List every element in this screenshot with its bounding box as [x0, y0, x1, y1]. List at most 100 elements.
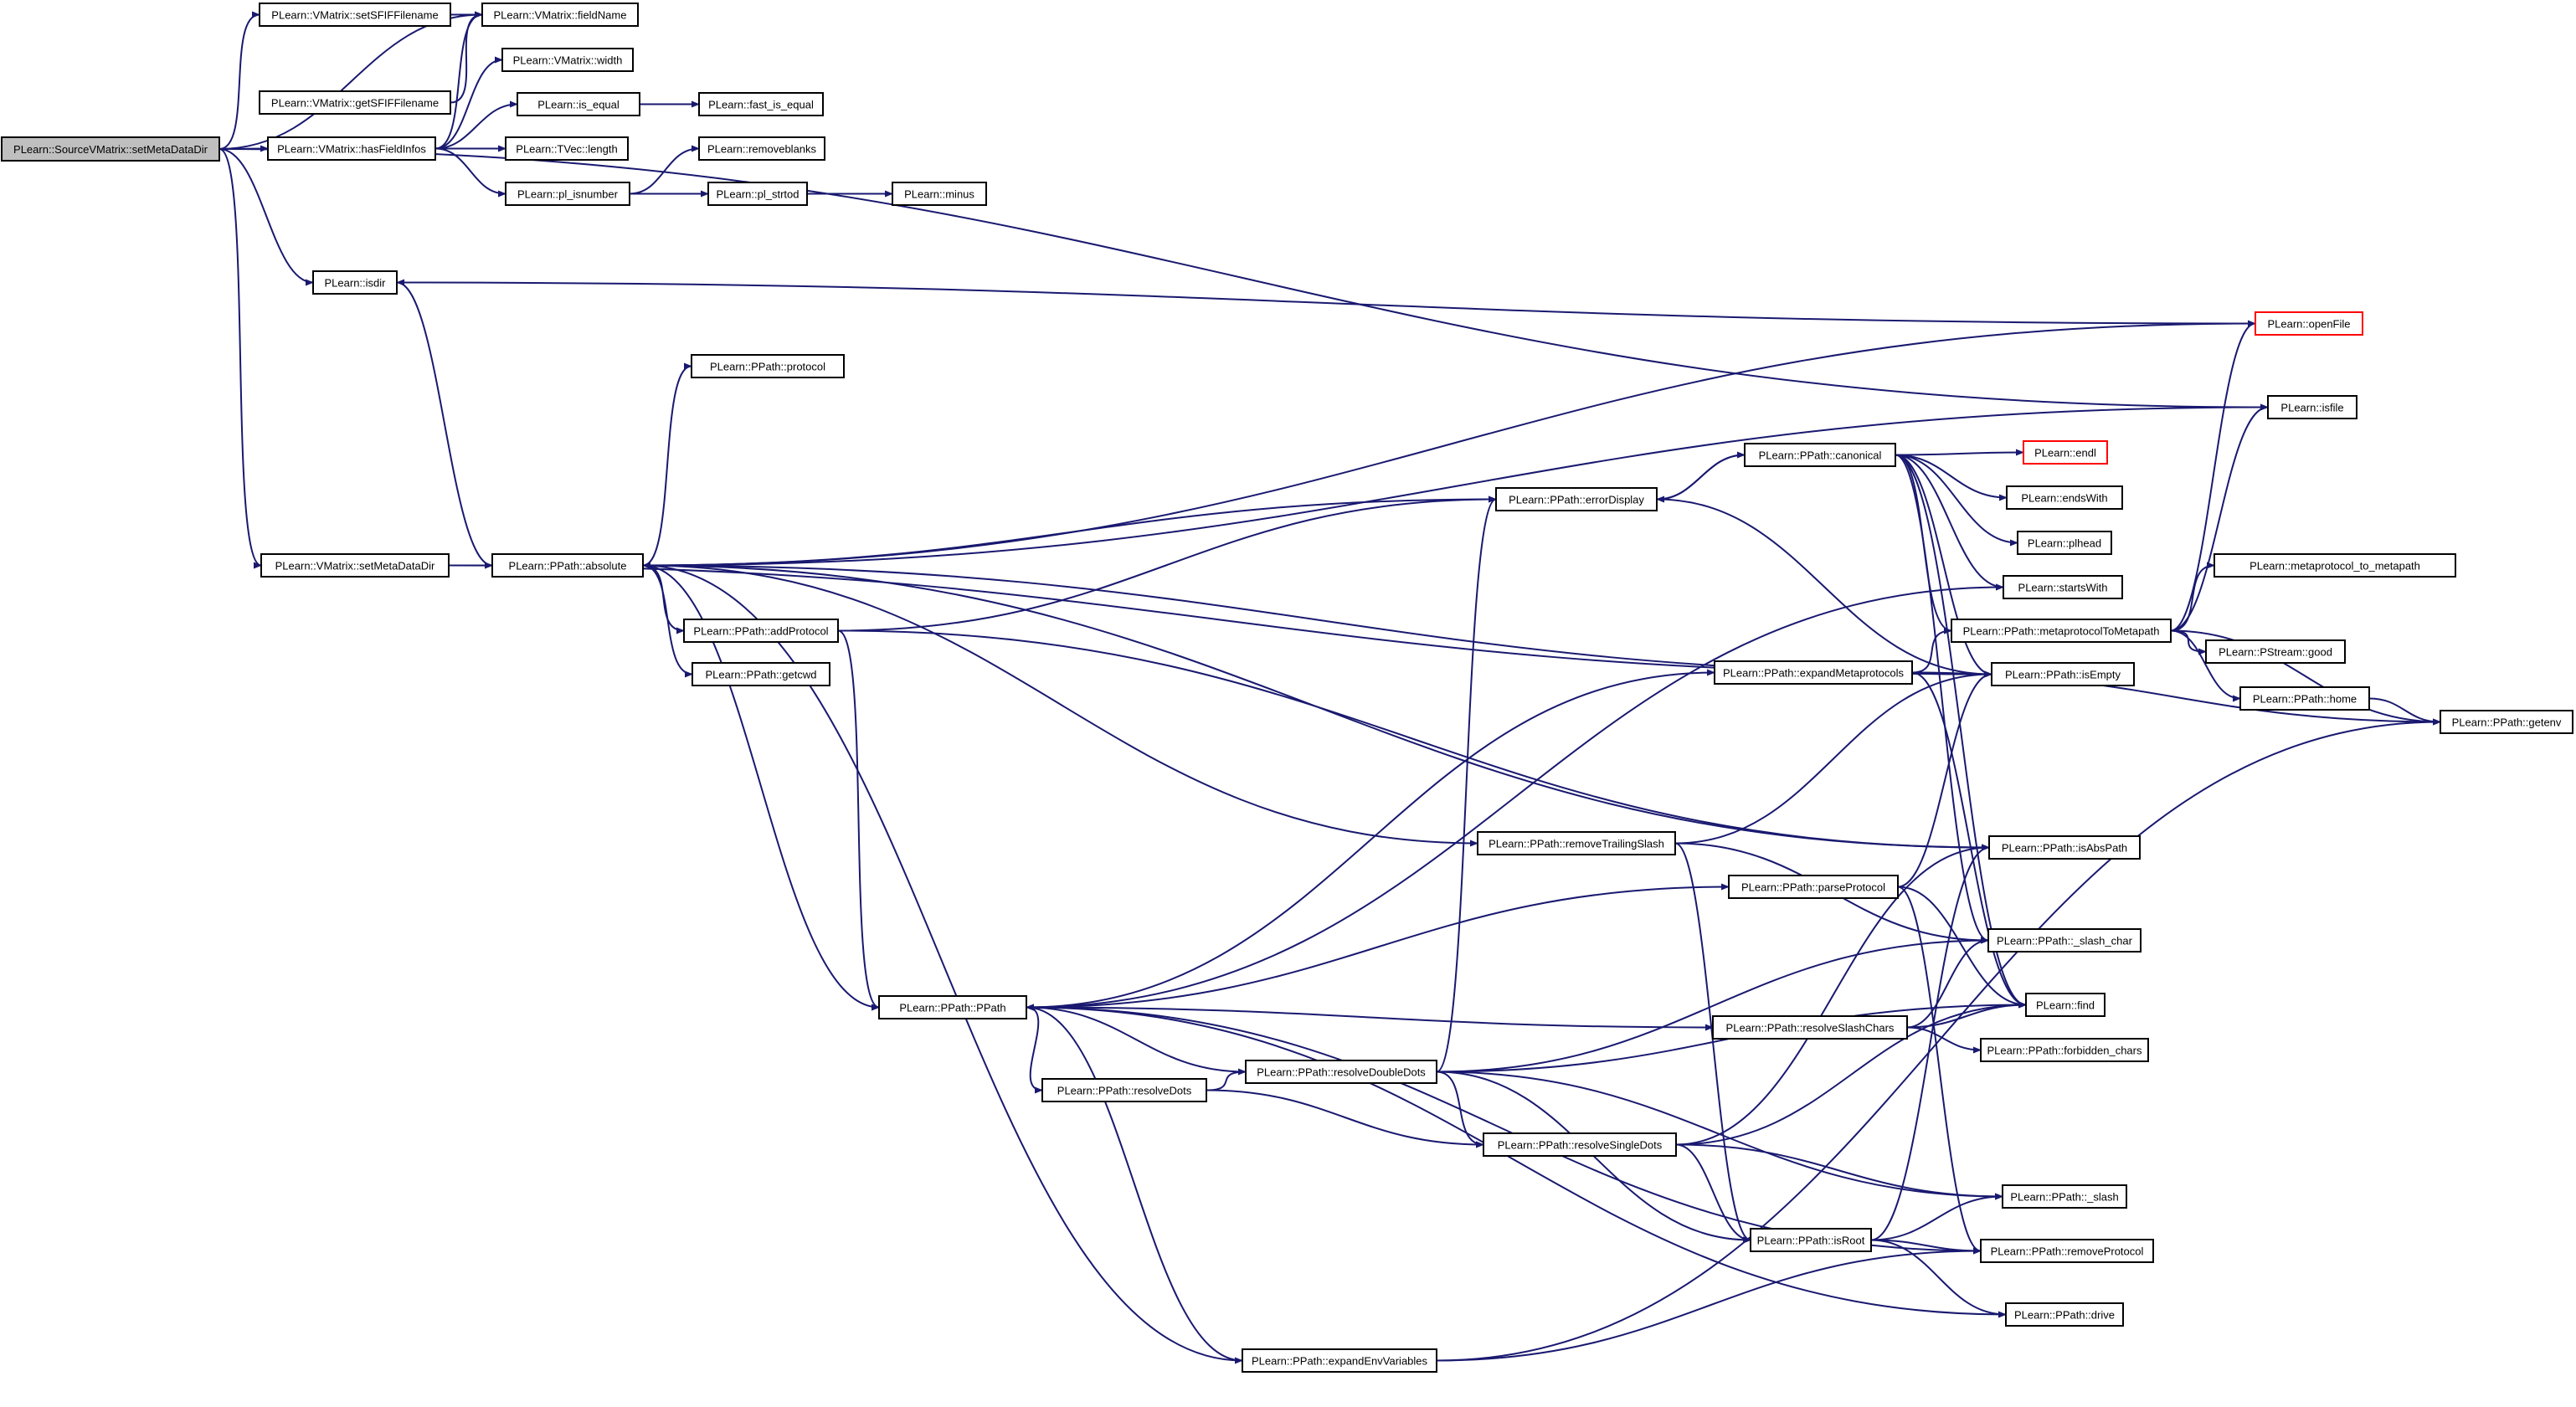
node-slash_char[interactable]: PLearn::PPath::_slash_char: [1987, 928, 2142, 953]
node-width[interactable]: PLearn::VMatrix::width: [501, 48, 634, 72]
node-box-resolveSlashChars[interactable]: [1712, 1015, 1908, 1040]
node-box-vm_setMetaDataDir[interactable]: [260, 553, 450, 578]
node-box-metaproto_to_metapath[interactable]: [2214, 553, 2456, 578]
node-box-absolute[interactable]: [491, 553, 644, 578]
node-slash[interactable]: PLearn::PPath::_slash: [2002, 1184, 2127, 1209]
node-box-endsWith[interactable]: [2006, 485, 2123, 510]
node-box-openFile[interactable]: [2255, 311, 2363, 336]
node-box-fast_is_equal[interactable]: [698, 92, 824, 116]
node-box-width[interactable]: [501, 48, 634, 72]
node-drive[interactable]: PLearn::PPath::drive: [2005, 1302, 2124, 1327]
node-errorDisplay[interactable]: PLearn::PPath::errorDisplay: [1495, 487, 1658, 511]
node-box-protocol[interactable]: [691, 354, 845, 378]
node-openFile[interactable]: PLearn::openFile: [2255, 311, 2363, 336]
node-box-getSFIFFilename[interactable]: [259, 90, 451, 115]
node-box-tvec_length[interactable]: [505, 136, 629, 161]
node-box-isAbsPath[interactable]: [1988, 835, 2141, 860]
node-box-isfile[interactable]: [2267, 395, 2357, 419]
node-setMetaDataDir_src[interactable]: PLearn::SourceVMatrix::setMetaDataDir: [1, 136, 220, 162]
node-box-addProtocol[interactable]: [683, 619, 839, 643]
node-isEmpty[interactable]: PLearn::PPath::isEmpty: [1991, 662, 2135, 686]
node-pl_strtod[interactable]: PLearn::pl_strtod: [707, 182, 808, 206]
node-box-parseProtocol[interactable]: [1728, 875, 1899, 899]
node-pl_isnumber[interactable]: PLearn::pl_isnumber: [505, 182, 630, 206]
node-find[interactable]: PLearn::find: [2025, 993, 2106, 1017]
node-box-resolveDoubleDots[interactable]: [1245, 1060, 1437, 1084]
node-box-canonical[interactable]: [1744, 443, 1896, 467]
node-box-resolveSingleDots[interactable]: [1483, 1132, 1677, 1157]
node-metaproto_to_metapath[interactable]: PLearn::metaprotocol_to_metapath: [2214, 553, 2456, 578]
node-metaprotocolToMetapath[interactable]: PLearn::PPath::metaprotocolToMetapath: [1951, 619, 2172, 643]
node-box-expandMetaprotocols[interactable]: [1714, 660, 1913, 685]
node-fieldName[interactable]: PLearn::VMatrix::fieldName: [481, 3, 639, 27]
node-resolveDots[interactable]: PLearn::PPath::resolveDots: [1041, 1078, 1207, 1102]
node-removeProtocol[interactable]: PLearn::PPath::removeProtocol: [1980, 1239, 2154, 1263]
node-isAbsPath[interactable]: PLearn::PPath::isAbsPath: [1988, 835, 2141, 860]
node-box-endl[interactable]: [2023, 440, 2108, 465]
node-box-resolveDots[interactable]: [1041, 1078, 1207, 1102]
node-protocol[interactable]: PLearn::PPath::protocol: [691, 354, 845, 378]
node-resolveSlashChars[interactable]: PLearn::PPath::resolveSlashChars: [1712, 1015, 1908, 1040]
node-box-removeTrailingSlash[interactable]: [1477, 831, 1676, 855]
node-hasFieldInfos[interactable]: PLearn::VMatrix::hasFieldInfos: [267, 136, 436, 161]
node-box-minus[interactable]: [892, 182, 987, 206]
node-removeTrailingSlash[interactable]: PLearn::PPath::removeTrailingSlash: [1477, 831, 1676, 855]
node-box-find[interactable]: [2025, 993, 2106, 1017]
node-expandEnvVariables[interactable]: PLearn::PPath::expandEnvVariables: [1242, 1348, 1437, 1373]
node-plhead[interactable]: PLearn::plhead: [2017, 531, 2112, 555]
node-box-slash[interactable]: [2002, 1184, 2127, 1209]
node-absolute[interactable]: PLearn::PPath::absolute: [491, 553, 644, 578]
node-forbidden_chars[interactable]: PLearn::PPath::forbidden_chars: [1980, 1038, 2149, 1062]
node-isfile[interactable]: PLearn::isfile: [2267, 395, 2357, 419]
node-minus[interactable]: PLearn::minus: [892, 182, 987, 206]
node-setSFIFFilename[interactable]: PLearn::VMatrix::setSFIFFilename: [259, 3, 451, 27]
node-parseProtocol[interactable]: PLearn::PPath::parseProtocol: [1728, 875, 1899, 899]
node-getcwd[interactable]: PLearn::PPath::getcwd: [692, 662, 830, 686]
node-box-hasFieldInfos[interactable]: [267, 136, 436, 161]
node-box-pl_strtod[interactable]: [707, 182, 808, 206]
node-getenv[interactable]: PLearn::PPath::getenv: [2440, 710, 2573, 734]
node-box-is_equal[interactable]: [517, 92, 640, 116]
node-box-fieldName[interactable]: [481, 3, 639, 27]
node-box-drive[interactable]: [2005, 1302, 2124, 1327]
node-resolveSingleDots[interactable]: PLearn::PPath::resolveSingleDots: [1483, 1132, 1677, 1157]
node-removeblanks[interactable]: PLearn::removeblanks: [698, 136, 825, 161]
node-fast_is_equal[interactable]: PLearn::fast_is_equal: [698, 92, 824, 116]
node-addProtocol[interactable]: PLearn::PPath::addProtocol: [683, 619, 839, 643]
node-box-setMetaDataDir_src[interactable]: [1, 136, 220, 162]
node-endl[interactable]: PLearn::endl: [2023, 440, 2108, 465]
node-box-errorDisplay[interactable]: [1495, 487, 1658, 511]
node-box-isRoot[interactable]: [1750, 1228, 1872, 1252]
node-box-metaprotocolToMetapath[interactable]: [1951, 619, 2172, 643]
node-isRoot[interactable]: PLearn::PPath::isRoot: [1750, 1228, 1872, 1252]
node-home[interactable]: PLearn::PPath::home: [2239, 686, 2370, 711]
node-box-plhead[interactable]: [2017, 531, 2112, 555]
node-getSFIFFilename[interactable]: PLearn::VMatrix::getSFIFFilename: [259, 90, 451, 115]
node-ppath_ctor[interactable]: PLearn::PPath::PPath: [878, 995, 1027, 1019]
node-vm_setMetaDataDir[interactable]: PLearn::VMatrix::setMetaDataDir: [260, 553, 450, 578]
node-isdir[interactable]: PLearn::isdir: [312, 270, 398, 295]
node-box-ppath_ctor[interactable]: [878, 995, 1027, 1019]
node-box-expandEnvVariables[interactable]: [1242, 1348, 1437, 1373]
node-box-getcwd[interactable]: [692, 662, 830, 686]
node-resolveDoubleDots[interactable]: PLearn::PPath::resolveDoubleDots: [1245, 1060, 1437, 1084]
node-box-removeblanks[interactable]: [698, 136, 825, 161]
node-box-pstream_good[interactable]: [2205, 639, 2346, 664]
node-pstream_good[interactable]: PLearn::PStream::good: [2205, 639, 2346, 664]
node-box-pl_isnumber[interactable]: [505, 182, 630, 206]
node-endsWith[interactable]: PLearn::endsWith: [2006, 485, 2123, 510]
node-box-slash_char[interactable]: [1987, 928, 2142, 953]
node-box-startsWith[interactable]: [2003, 575, 2123, 599]
node-box-isEmpty[interactable]: [1991, 662, 2135, 686]
node-box-forbidden_chars[interactable]: [1980, 1038, 2149, 1062]
node-box-setSFIFFilename[interactable]: [259, 3, 451, 27]
node-tvec_length[interactable]: PLearn::TVec::length: [505, 136, 629, 161]
node-box-getenv[interactable]: [2440, 710, 2573, 734]
node-box-removeProtocol[interactable]: [1980, 1239, 2154, 1263]
node-expandMetaprotocols[interactable]: PLearn::PPath::expandMetaprotocols: [1714, 660, 1913, 685]
node-startsWith[interactable]: PLearn::startsWith: [2003, 575, 2123, 599]
node-box-home[interactable]: [2239, 686, 2370, 711]
node-is_equal[interactable]: PLearn::is_equal: [517, 92, 640, 116]
node-canonical[interactable]: PLearn::PPath::canonical: [1744, 443, 1896, 467]
node-box-isdir[interactable]: [312, 270, 398, 295]
